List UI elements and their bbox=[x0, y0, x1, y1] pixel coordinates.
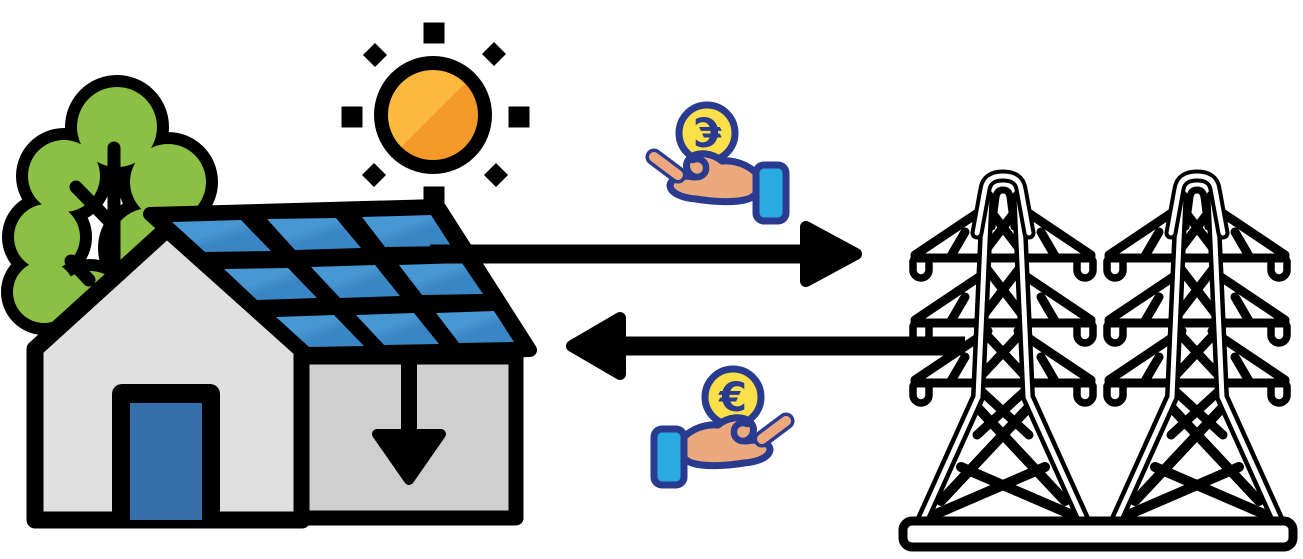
door bbox=[130, 403, 202, 520]
solar-cell bbox=[276, 315, 364, 347]
arrow-left-icon bbox=[566, 312, 965, 380]
solar-cell bbox=[356, 313, 439, 345]
house-with-solar-panels-icon bbox=[26, 199, 537, 529]
grid-base bbox=[898, 516, 1298, 552]
solar-cell bbox=[362, 215, 451, 247]
sun-disc bbox=[374, 56, 492, 174]
solar-cell bbox=[172, 220, 271, 252]
solar-cell bbox=[267, 218, 361, 250]
arrow-down-icon bbox=[372, 352, 446, 485]
payment-hand-top bbox=[654, 105, 786, 221]
solar-cell bbox=[436, 311, 514, 343]
solar-cell bbox=[224, 268, 317, 300]
transmission-tower-right bbox=[1107, 176, 1287, 519]
solar-cell bbox=[311, 265, 400, 298]
transmission-towers-icon bbox=[898, 176, 1298, 552]
arrow-right-icon bbox=[430, 221, 862, 287]
solar-cell bbox=[399, 263, 483, 295]
solar-panel-cells bbox=[172, 215, 514, 347]
sun-icon bbox=[341, 22, 530, 208]
payment-hand-bottom bbox=[654, 369, 786, 485]
